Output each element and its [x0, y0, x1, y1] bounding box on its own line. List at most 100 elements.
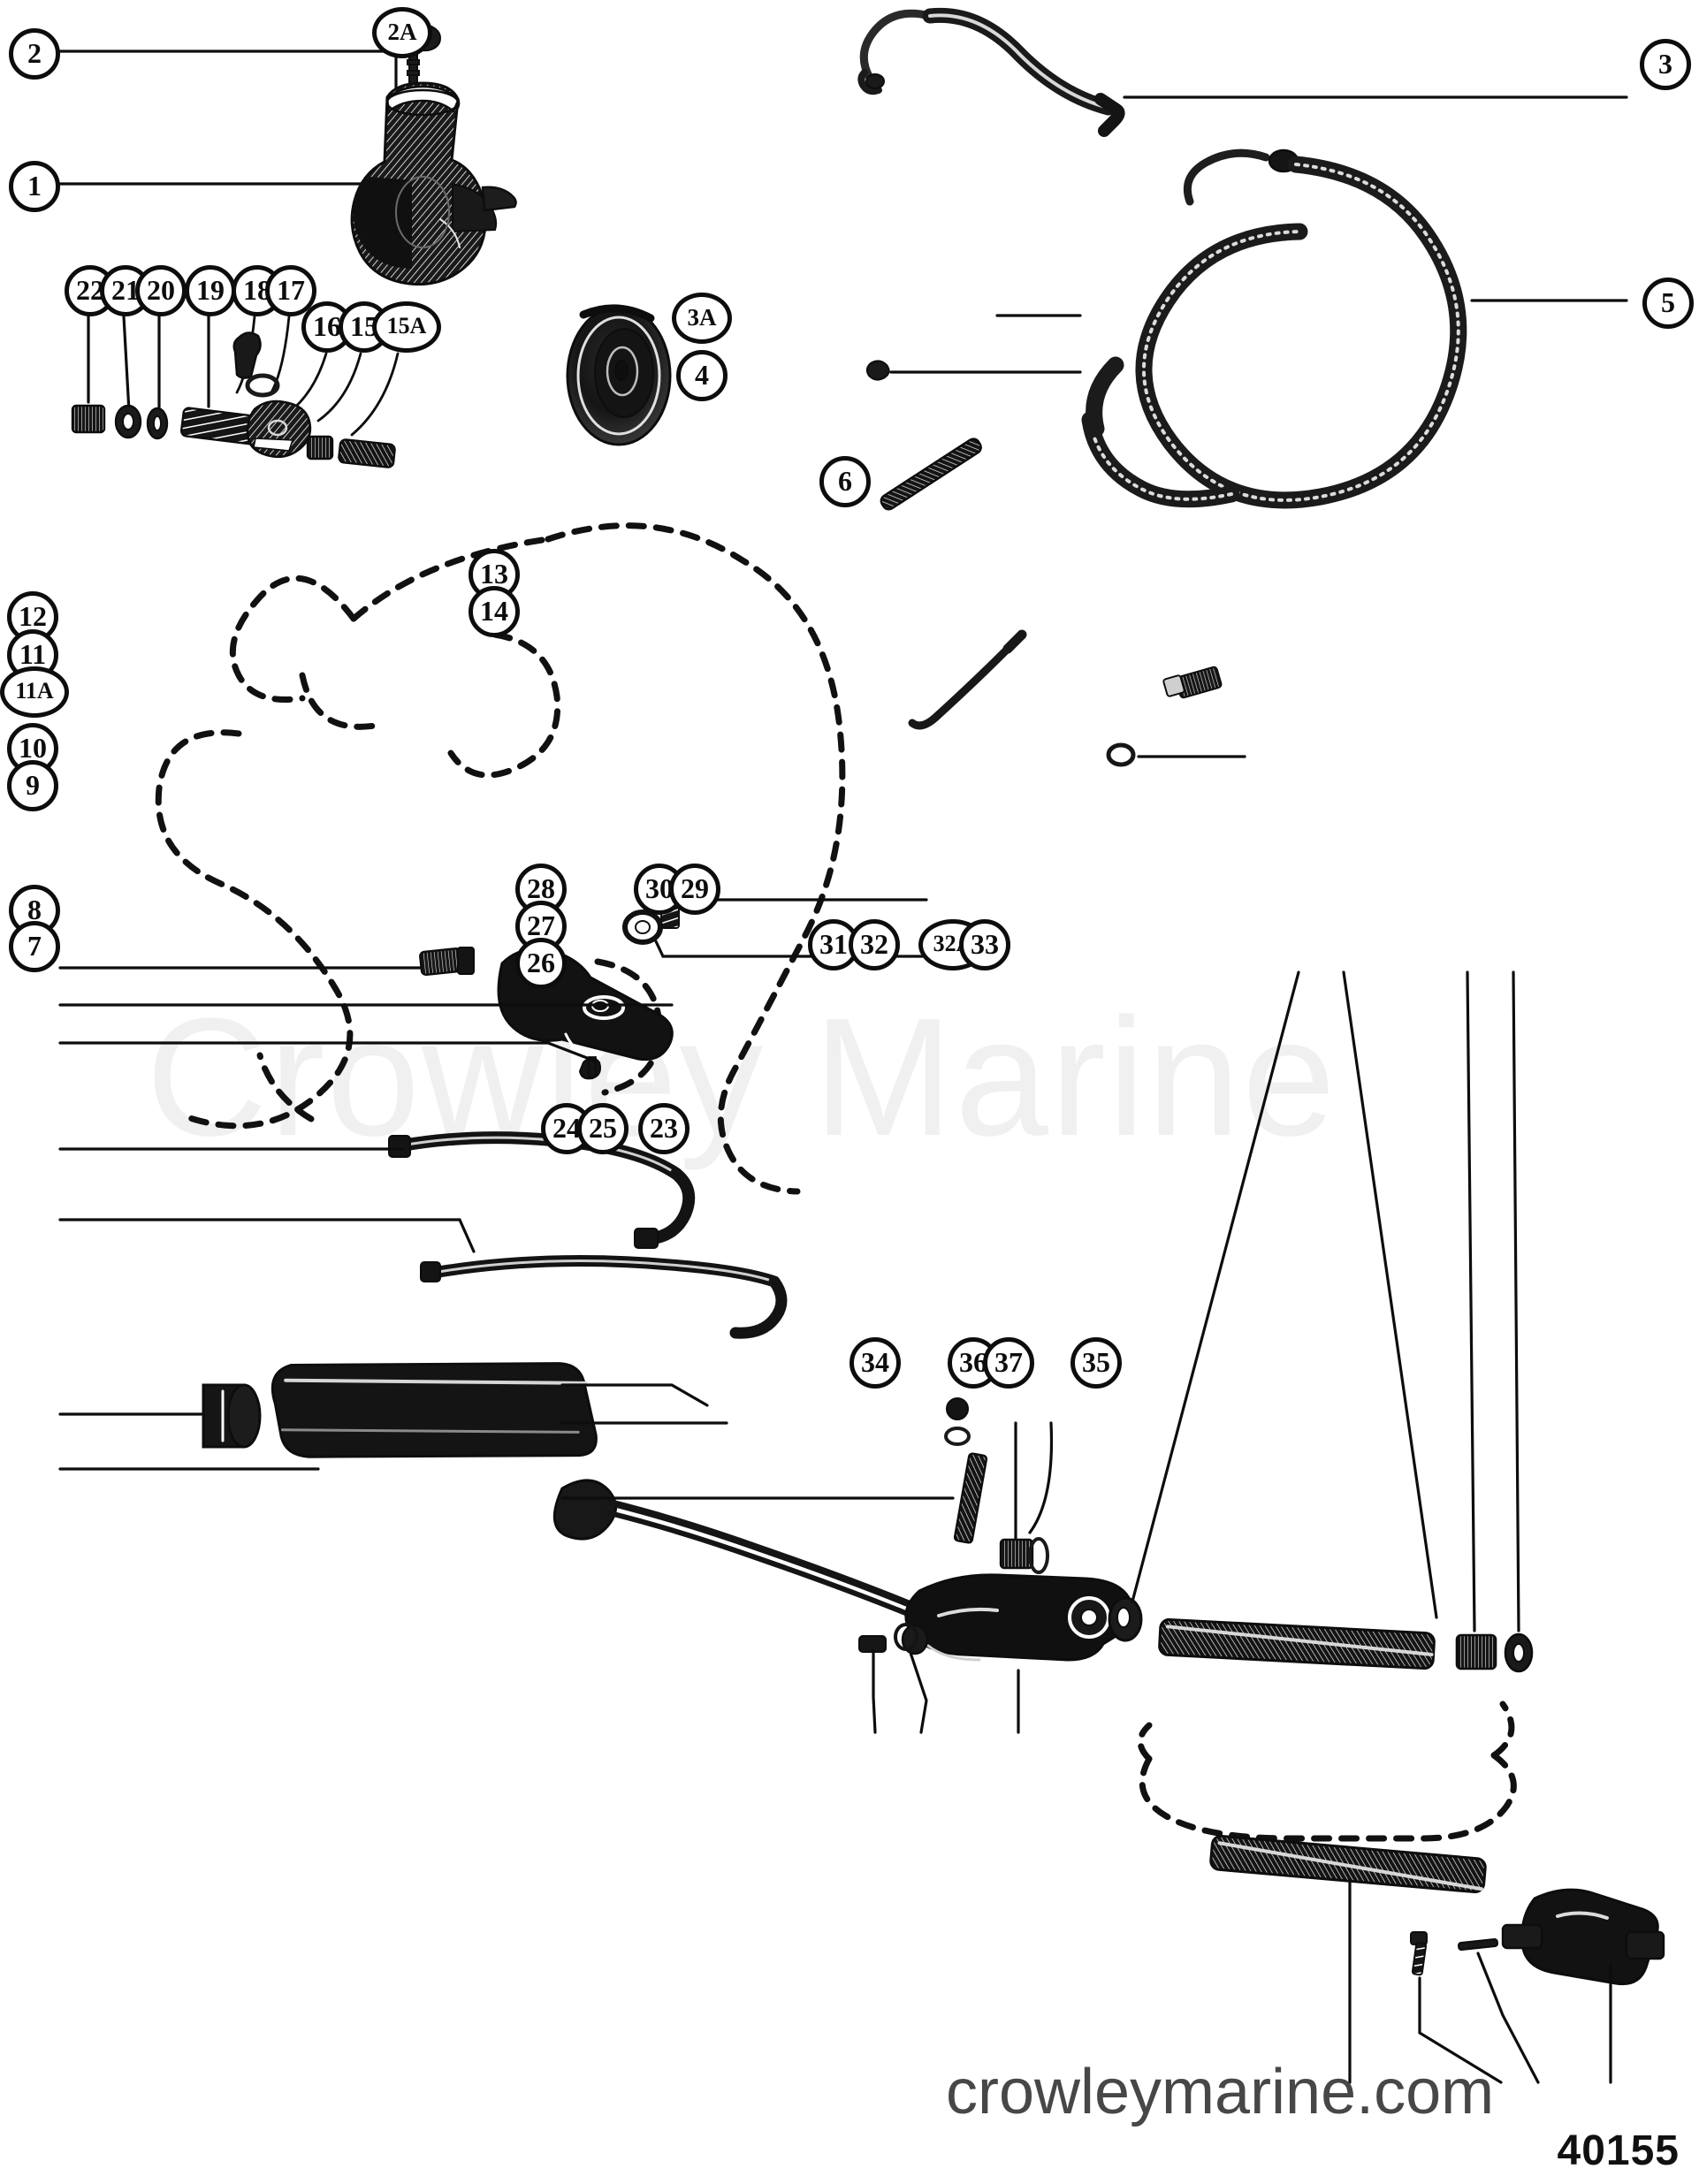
callout-33[interactable]: 33: [959, 919, 1010, 970]
callout-26[interactable]: 26: [515, 938, 567, 989]
callout-label: 4: [695, 358, 709, 391]
callout-19[interactable]: 19: [185, 265, 236, 316]
leader-9: [58, 1218, 476, 1253]
part-20: [146, 407, 169, 440]
part-34-rod: [1209, 1834, 1487, 1894]
callout-label: 13: [480, 557, 508, 590]
callout-label: 37: [994, 1345, 1023, 1378]
callout-label: 27: [527, 909, 555, 941]
part-35-bracket: [1501, 1888, 1665, 1986]
callout-label: 3A: [687, 303, 717, 331]
callout-label: 33: [971, 927, 999, 960]
callout-label: 1: [27, 169, 42, 202]
part-3-hose: [857, 7, 1125, 137]
callout-label: 24: [552, 1111, 581, 1144]
callout-label: 21: [111, 273, 140, 306]
callout-label: 25: [589, 1111, 617, 1144]
leader-25: [909, 1651, 928, 1734]
part-17: [245, 373, 280, 398]
callout-5[interactable]: 5: [1642, 278, 1694, 329]
callout-label: 15A: [386, 313, 427, 339]
callout-11a[interactable]: 11A: [0, 666, 69, 718]
callout-34[interactable]: 34: [850, 1337, 901, 1389]
part-12-fitting: [419, 947, 475, 977]
callout-3a[interactable]: 3A: [672, 293, 732, 344]
callout-4[interactable]: 4: [676, 350, 728, 401]
leader-11a: [58, 1041, 596, 1062]
callout-label: 16: [313, 309, 341, 342]
leader-32a: [1466, 970, 1476, 1632]
callout-label: 36: [959, 1345, 987, 1378]
part-21: [114, 404, 142, 439]
callout-label: 11: [19, 637, 47, 670]
callout-20[interactable]: 20: [135, 265, 187, 316]
part-23-steering-arm: [901, 1573, 1134, 1662]
callout-label: 30: [645, 871, 674, 904]
callout-25[interactable]: 25: [577, 1103, 629, 1154]
callout-label: 7: [27, 929, 42, 962]
callout-29[interactable]: 29: [669, 864, 720, 915]
callout-label: 2A: [387, 18, 417, 45]
callout-label: 12: [19, 599, 47, 632]
part-29: [1028, 1537, 1049, 1574]
part-14-washer: [622, 909, 663, 945]
callout-label: 19: [196, 273, 225, 306]
callout-23[interactable]: 23: [638, 1103, 690, 1154]
callout-label: 20: [147, 273, 175, 306]
part-1-pump: [350, 81, 517, 286]
leader-28: [560, 1383, 709, 1407]
callout-label: 23: [650, 1111, 678, 1144]
part-30: [999, 1538, 1034, 1570]
leader-36: [1418, 1976, 1503, 2084]
callout-9[interactable]: 9: [7, 760, 58, 811]
leader-24: [872, 1649, 877, 1734]
hose-route-dashed: [155, 522, 846, 1195]
leader-37: [1476, 1952, 1540, 2084]
callout-label: 34: [861, 1345, 889, 1378]
part-7-cylinder: [270, 1362, 937, 1627]
callout-32[interactable]: 32: [849, 919, 900, 970]
part-33-nut: [1504, 1632, 1534, 1673]
callout-6[interactable]: 6: [819, 456, 871, 507]
callout-label: 14: [480, 594, 508, 627]
callout-label: 17: [277, 273, 305, 306]
callout-3[interactable]: 3: [1640, 39, 1691, 90]
callout-label: 8: [27, 893, 42, 925]
callout-label: 35: [1082, 1345, 1110, 1378]
part-10-line: [388, 1131, 696, 1249]
callout-37[interactable]: 37: [983, 1337, 1034, 1389]
callout-label: 6: [838, 464, 852, 497]
part-15a: [338, 438, 396, 468]
part-32a-nut: [1455, 1633, 1497, 1670]
part-15: [306, 435, 334, 460]
callout-2a[interactable]: 2A: [372, 7, 432, 58]
callout-7[interactable]: 7: [9, 921, 60, 972]
part-37-pin: [1457, 1938, 1499, 1951]
callout-2[interactable]: 2: [9, 28, 60, 80]
callout-35[interactable]: 35: [1070, 1337, 1122, 1389]
part-16: [246, 400, 312, 459]
part-2a-pulley: [566, 304, 672, 446]
leader-31: [1131, 970, 1300, 1603]
part-6-tiestrap: [908, 629, 1136, 767]
watermark-small: crowleymarine.com: [946, 2057, 1495, 2127]
callout-label: 10: [19, 731, 47, 764]
callout-14[interactable]: 14: [469, 586, 520, 637]
callout-label: 2: [27, 36, 42, 69]
callout-15a[interactable]: 15A: [372, 301, 441, 353]
part-5-hose: [1081, 148, 1467, 699]
callout-label: 26: [527, 946, 555, 978]
callout-label: 3: [1658, 47, 1672, 80]
part-3a-rod: [880, 438, 982, 511]
hardware-row: [71, 315, 400, 468]
callout-1[interactable]: 1: [9, 161, 60, 212]
callout-label: 9: [26, 768, 40, 801]
part-25: [894, 1623, 918, 1651]
leader-33: [1512, 970, 1520, 1632]
part-9-line: [420, 1255, 788, 1339]
callout-label: 28: [527, 871, 555, 904]
callout-label: 5: [1661, 285, 1675, 318]
callout-17[interactable]: 17: [265, 265, 316, 316]
